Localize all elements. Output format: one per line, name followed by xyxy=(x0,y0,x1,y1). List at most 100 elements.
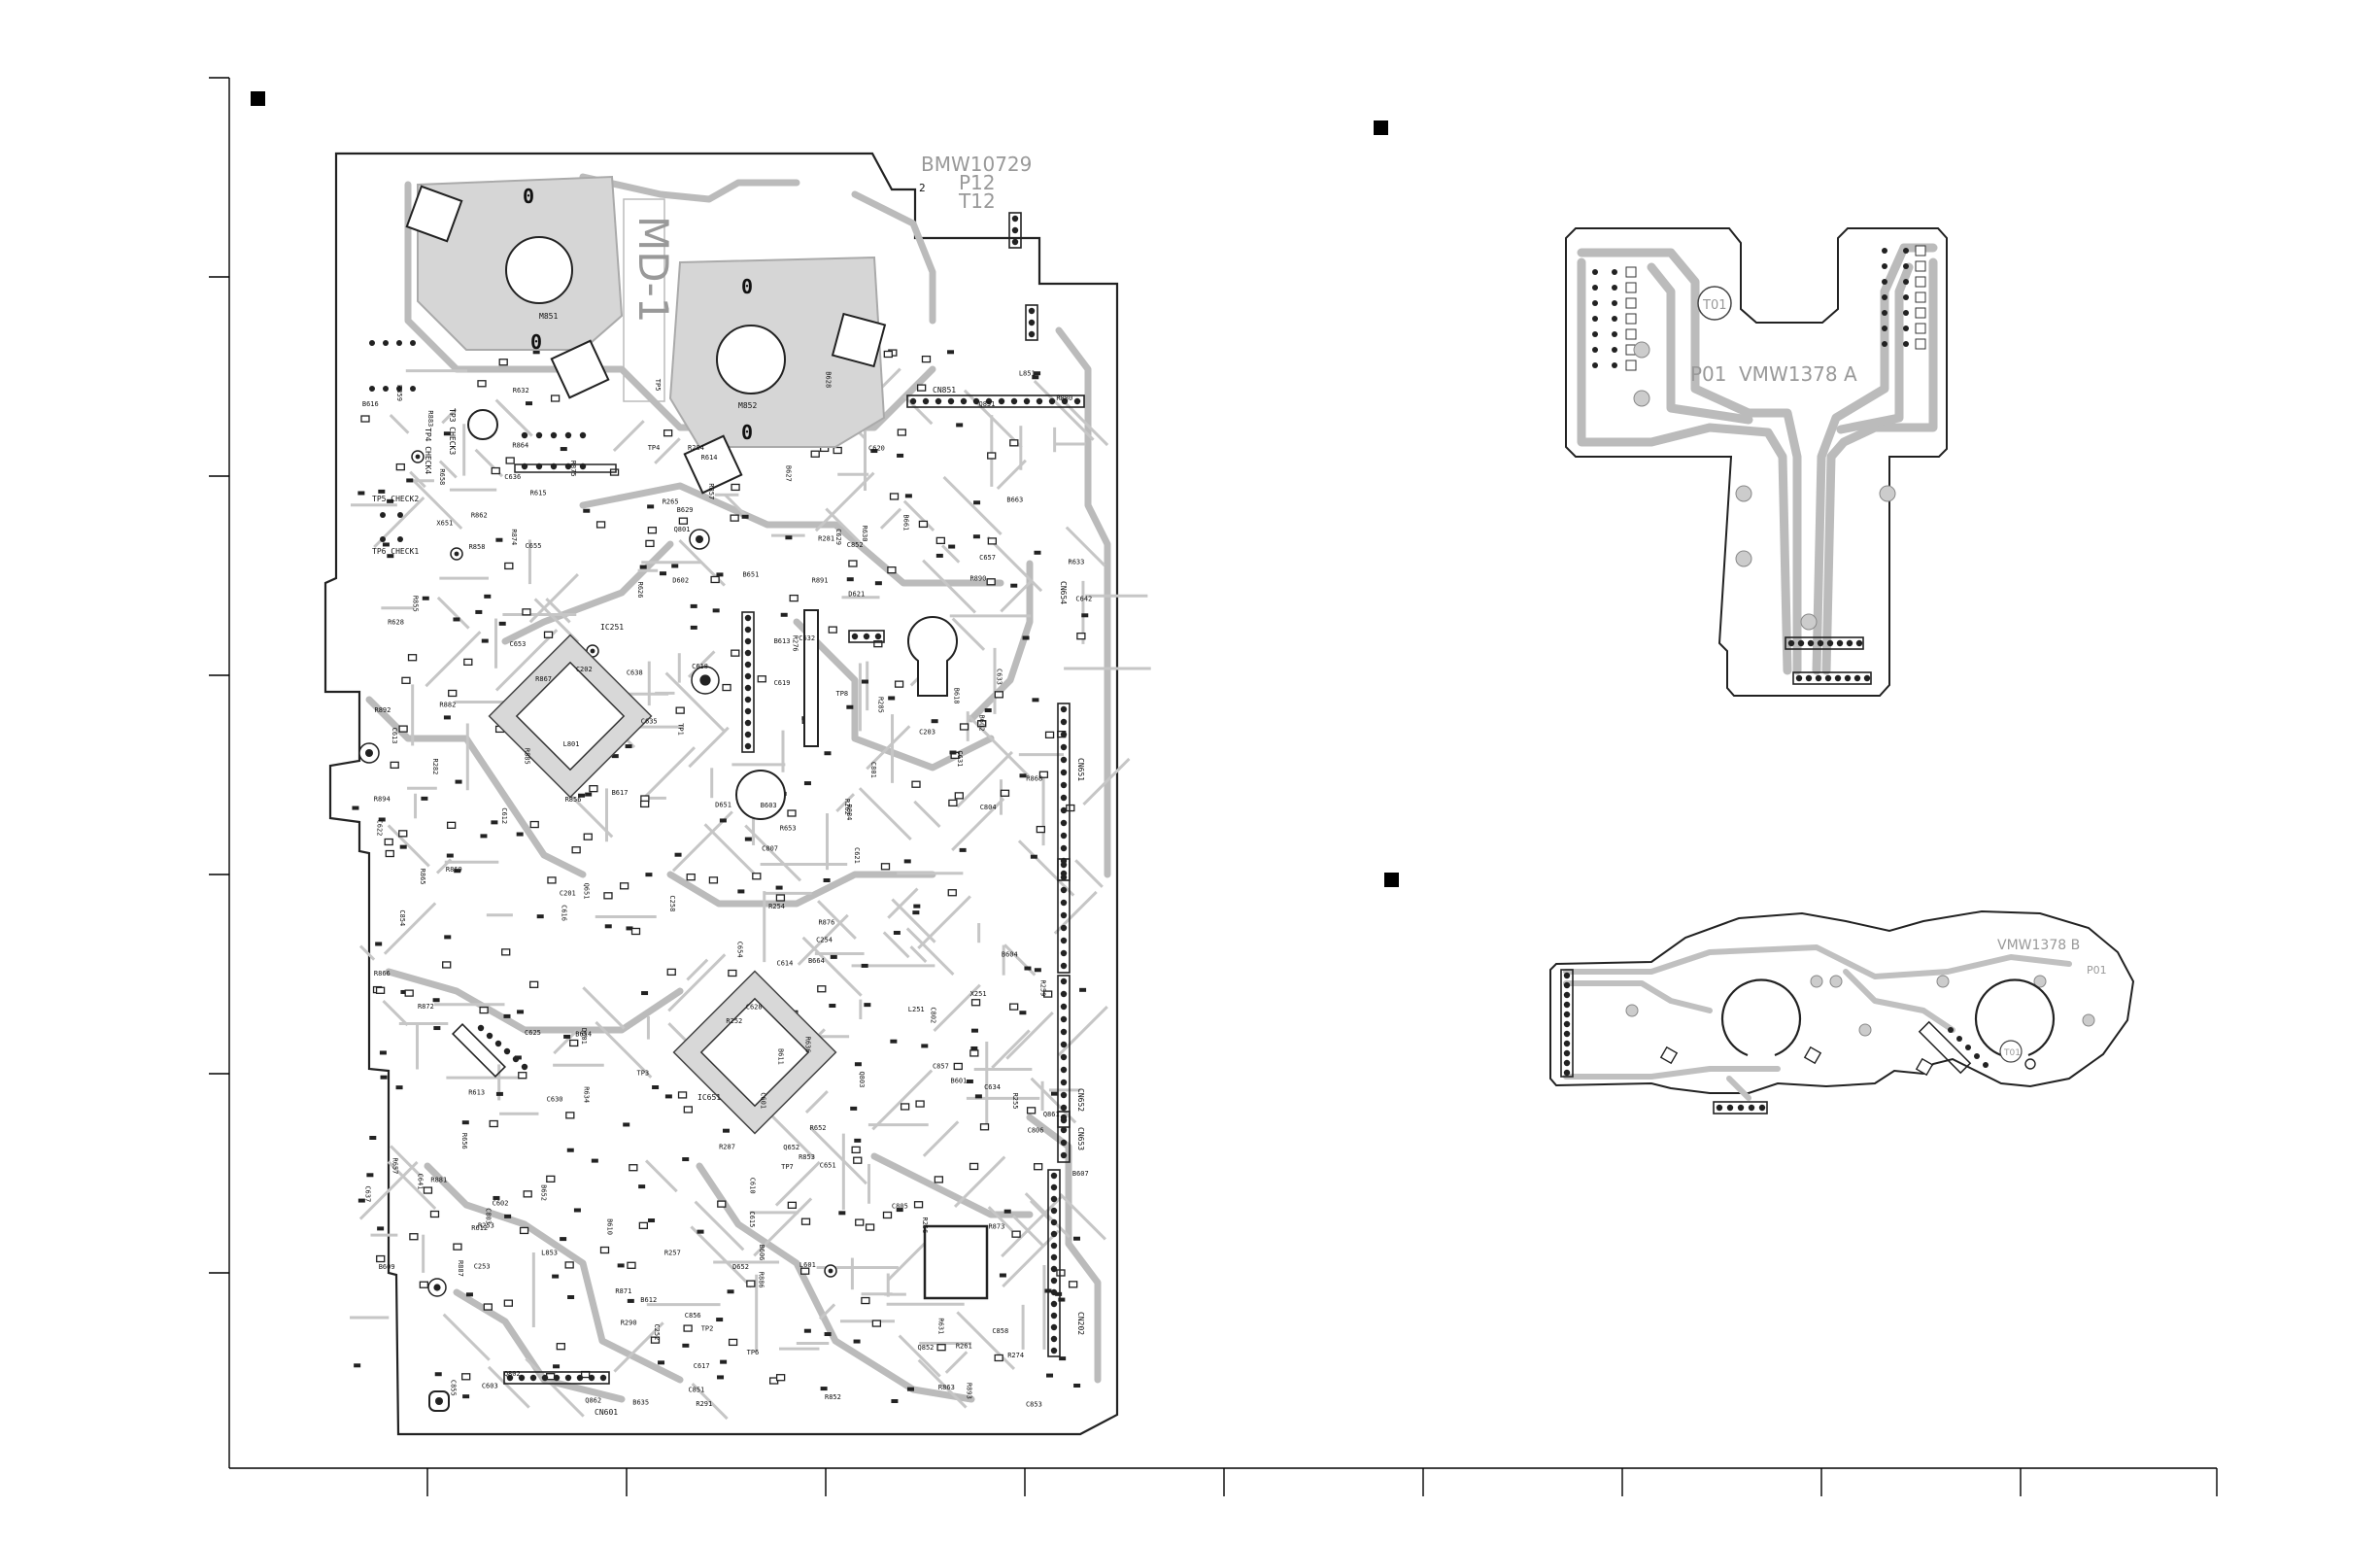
component-label-q851: Q851 xyxy=(979,400,996,408)
component-label-r865: R865 xyxy=(419,869,426,885)
section-marker-main xyxy=(251,91,265,106)
component-label-r884: R884 xyxy=(845,805,853,821)
component-label-r626: R626 xyxy=(636,582,644,599)
component-label-r653: R653 xyxy=(780,825,797,833)
component-label-c805: C805 xyxy=(892,1203,908,1211)
component-label-c853: C853 xyxy=(1026,1400,1042,1408)
component-label-c631: C631 xyxy=(956,750,964,767)
component-label-c203: C203 xyxy=(919,728,935,736)
board-b-id: VMW1378 B xyxy=(1997,938,2080,953)
check-label-tp4: TP4 CHECK4 xyxy=(424,428,432,474)
component-label-b610: B610 xyxy=(605,1218,613,1235)
component-label-c613: C613 xyxy=(391,728,398,744)
connector-label-cn651: CN651 xyxy=(1076,758,1085,781)
component-label-r893: R893 xyxy=(965,1383,972,1399)
ic651 xyxy=(672,970,837,1135)
mount-hole-center xyxy=(735,770,786,820)
component-label-b627: B627 xyxy=(785,465,793,482)
component-label-b609: B609 xyxy=(379,1263,395,1271)
board-a-id: VMW1378 A xyxy=(1739,362,1857,386)
component-label-c603: C603 xyxy=(482,1382,498,1389)
component-label-r255: R255 xyxy=(1011,1093,1019,1110)
component-label-r882: R882 xyxy=(439,702,456,709)
component-label-r630: R630 xyxy=(861,526,868,542)
component-label-c852: C852 xyxy=(847,541,864,549)
component-label-c802: C802 xyxy=(930,1007,937,1023)
component-label-q801: Q801 xyxy=(674,526,691,533)
motor-m851: 0 0 xyxy=(405,175,624,399)
component-label-r259: R259 xyxy=(1038,979,1046,996)
slot-window xyxy=(803,609,819,747)
component-label-l853: L853 xyxy=(541,1249,558,1256)
component-label-r254: R254 xyxy=(768,903,785,910)
component-label-r282: R282 xyxy=(431,758,439,774)
component-label-c610: C610 xyxy=(749,1178,757,1194)
component-label-r883: R883 xyxy=(426,410,434,427)
component-label-r874: R874 xyxy=(510,529,518,545)
component-label-c651: C651 xyxy=(820,1161,836,1169)
component-label-c602: C602 xyxy=(493,1199,509,1207)
component-label-r885: R885 xyxy=(524,748,531,765)
board-b: T01 VMW1378 B P01 xyxy=(1549,909,2135,1114)
component-label-tp7: TP7 xyxy=(781,1163,794,1171)
component-label-tp4: TP4 xyxy=(648,444,661,452)
component-label-tp3: TP3 xyxy=(637,1069,650,1077)
component-label-c632: C632 xyxy=(799,634,815,642)
check-label-tp3: TP3 CHECK3 xyxy=(448,408,457,455)
component-label-c854: C854 xyxy=(398,909,406,926)
component-label-c630: C630 xyxy=(547,1096,563,1104)
component-label-b613: B613 xyxy=(774,637,791,645)
component-label-r261: R261 xyxy=(956,1342,972,1350)
component-label-b604: B604 xyxy=(1002,950,1018,958)
component-label-c254: C254 xyxy=(816,937,833,944)
check-label-tp6: TP6 CHECK1 xyxy=(372,547,419,556)
component-label-r252: R252 xyxy=(726,1017,742,1025)
component-label-l801: L801 xyxy=(563,740,580,748)
component-label-b629: B629 xyxy=(677,506,694,514)
component-label-c637: C637 xyxy=(364,1185,372,1202)
component-label-c804: C804 xyxy=(980,804,997,811)
svg-text:0: 0 xyxy=(741,421,753,444)
component-label-r887: R887 xyxy=(457,1260,464,1277)
component-label-r631: R631 xyxy=(936,1318,944,1334)
component-label-l251: L251 xyxy=(908,1006,925,1013)
component-label-r875: R875 xyxy=(569,461,577,477)
component-label-c641: C641 xyxy=(416,1174,424,1190)
check-label-tp5: TP5 CHECK2 xyxy=(372,495,419,503)
component-label-r265: R265 xyxy=(663,498,679,506)
component-label-c653: C653 xyxy=(510,640,527,648)
component-label-c619: C619 xyxy=(774,679,791,687)
component-label-q803: Q803 xyxy=(858,1071,866,1087)
component-label-q861: Q861 xyxy=(1043,1111,1060,1118)
component-label-tp6: TP6 xyxy=(747,1349,760,1356)
component-label-c638: C638 xyxy=(627,669,643,677)
motor-m851-hole xyxy=(505,236,573,304)
board-a: T01 P01 VMW1378 A xyxy=(1565,227,1948,697)
board-b-ring-right xyxy=(1974,978,2056,1057)
component-label-c806: C806 xyxy=(1028,1127,1044,1135)
connector-label-cn653: CN653 xyxy=(1076,1127,1085,1150)
component-label-d652: D652 xyxy=(732,1263,749,1271)
component-label-c614: C614 xyxy=(776,959,793,967)
component-label-x651: X651 xyxy=(436,520,453,528)
component-label-tp5: TP5 xyxy=(654,379,662,392)
component-label-c636: C636 xyxy=(504,473,521,481)
component-label-r291: R291 xyxy=(696,1400,712,1408)
component-label-c616: C616 xyxy=(560,905,567,921)
component-label-r873: R873 xyxy=(988,1223,1004,1231)
ic-label-ic651: IC651 xyxy=(697,1093,721,1102)
svg-text:0: 0 xyxy=(530,330,542,354)
component-label-r634: R634 xyxy=(583,1086,591,1103)
component-label-b652: B652 xyxy=(540,1184,548,1201)
component-label-r852: R852 xyxy=(825,1393,841,1401)
component-label-r284: R284 xyxy=(688,444,704,452)
component-label-r869: R869 xyxy=(446,866,462,874)
component-label-b628: B628 xyxy=(824,371,832,388)
component-label-c617: C617 xyxy=(694,1362,710,1370)
component-label-c856: C856 xyxy=(685,1312,701,1320)
component-label-c612: C612 xyxy=(500,807,508,824)
connector-label-cn851: CN851 xyxy=(933,386,956,394)
component-label-r857: R857 xyxy=(707,483,715,499)
component-label-c618: C618 xyxy=(692,663,708,670)
